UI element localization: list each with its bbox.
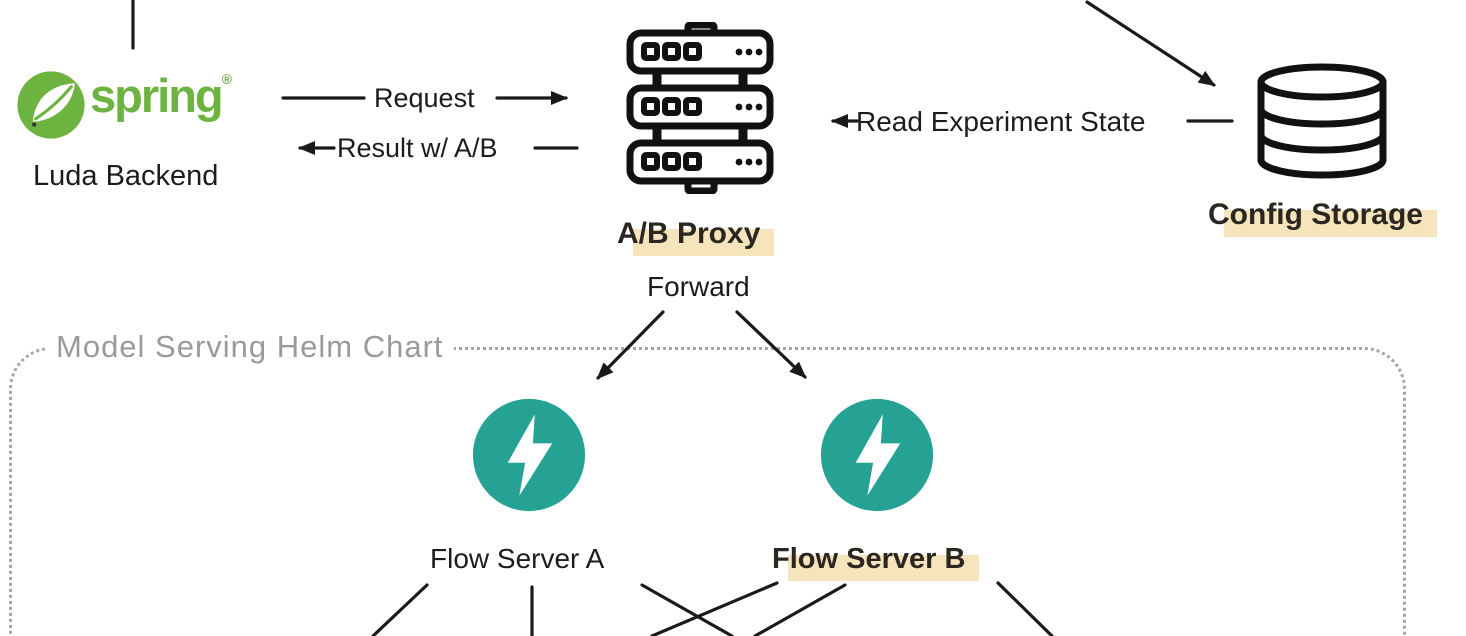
config-storage-highlight	[1224, 210, 1437, 237]
flow-server-b-highlight	[788, 555, 980, 581]
read-experiment-state-edge-label: Read Experiment State	[856, 106, 1146, 137]
lightning-icon-flow-server-a	[471, 397, 587, 518]
registered-mark: ®	[221, 71, 232, 87]
forward-edge-label: Forward	[647, 271, 750, 302]
spring-wordmark: spring®	[90, 68, 232, 123]
result-edge-label: Result w/ A/B	[337, 133, 498, 163]
request-edge-label: Request	[374, 83, 475, 113]
flow-server-b-label: Flow Server B	[772, 543, 980, 581]
flow-server-a-label: Flow Server A	[430, 543, 605, 574]
model-serving-helm-chart-box	[9, 347, 1406, 636]
ab-proxy-highlight	[633, 229, 775, 256]
luda-backend-label: Luda Backend	[33, 160, 219, 192]
server-rack-icon	[625, 21, 775, 199]
spring-wordmark-text: spring	[90, 69, 224, 122]
spring-leaf-icon	[16, 70, 86, 140]
edge-top-into-config-storage	[1085, 0, 1216, 87]
config-storage-label: Config Storage	[1208, 198, 1437, 237]
lightning-icon-flow-server-b	[819, 397, 935, 518]
ab-proxy-label: A/B Proxy	[617, 217, 775, 256]
database-icon	[1253, 60, 1391, 187]
model-serving-helm-chart-label: Model Serving Helm Chart	[46, 329, 454, 365]
